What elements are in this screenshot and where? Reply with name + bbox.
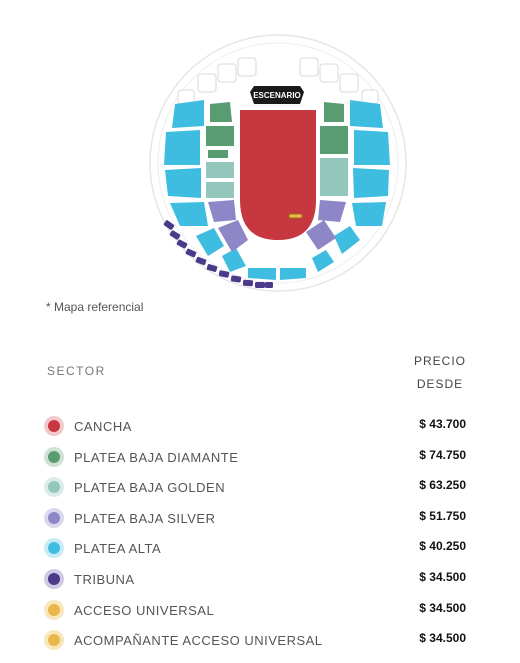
price-column-header: PRECIO DESDE (412, 350, 468, 396)
sector-label: CANCHA (74, 419, 132, 434)
sector-label: PLATEA BAJA GOLDEN (74, 480, 226, 496)
sector-label: PLATEA ALTA (74, 541, 162, 557)
stage-label: ESCENARIO (253, 91, 301, 100)
sector-color-indicator (44, 599, 64, 620)
sector-color-dot (48, 542, 60, 555)
sector-cancha[interactable] (240, 110, 316, 240)
sector-price: $ 63.250 (419, 478, 466, 493)
sector-row[interactable]: CANCHA $ 43.700 (0, 410, 520, 441)
sector-color-dot (48, 481, 60, 494)
venue-map-svg: ESCENARIO (149, 34, 407, 292)
price-header-line2: DESDE (416, 377, 464, 391)
map-note: * Mapa referencial (46, 300, 144, 314)
sector-price: $ 51.750 (419, 508, 466, 523)
sector-label: ACCESO UNIVERSAL (74, 602, 215, 618)
sector-color-dot (48, 420, 60, 432)
sector-row[interactable]: ACOMPAÑANTE ACCESO UNIVERSAL $ 34.500 (0, 624, 520, 655)
sector-color-indicator (44, 568, 64, 589)
sector-price: $ 43.700 (419, 417, 466, 431)
upper-empty-sectors (177, 57, 379, 105)
sector-label: PLATEA BAJA DIAMANTE (74, 449, 239, 465)
sector-price: $ 34.500 (419, 569, 466, 584)
sector-row[interactable]: PLATEA BAJA DIAMANTE $ 74.750 (0, 441, 520, 472)
sector-platea-baja-silver[interactable] (208, 200, 346, 252)
sector-row[interactable]: PLATEA BAJA GOLDEN $ 63.250 (0, 471, 520, 502)
sector-color-indicator (44, 446, 64, 467)
stage: ESCENARIO (250, 86, 304, 104)
venue-map[interactable]: ESCENARIO (0, 0, 520, 314)
sector-row[interactable]: PLATEA ALTA $ 40.250 (0, 532, 520, 563)
sector-price: $ 34.500 (419, 600, 466, 615)
sector-label: ACOMPAÑANTE ACCESO UNIVERSAL (74, 633, 323, 649)
sector-row[interactable]: ACCESO UNIVERSAL $ 34.500 (0, 594, 520, 625)
sector-color-indicator (44, 538, 64, 559)
sector-color-indicator (44, 507, 64, 528)
sector-color-indicator (44, 477, 64, 498)
sector-price: $ 74.750 (419, 447, 466, 462)
sector-platea-baja-diamante[interactable] (206, 102, 348, 158)
sector-platea-alta[interactable] (164, 100, 390, 280)
sector-color-dot (48, 572, 60, 585)
sector-row[interactable]: PLATEA BAJA SILVER $ 51.750 (0, 502, 520, 533)
sector-color-indicator (44, 630, 64, 651)
sector-label: TRIBUNA (74, 571, 135, 587)
price-header-line1: PRECIO (413, 354, 466, 368)
sector-color-indicator (44, 416, 64, 436)
sector-tribuna[interactable] (163, 220, 273, 288)
sector-platea-baja-golden[interactable] (206, 158, 348, 198)
sector-column-header: SECTOR (47, 364, 106, 378)
sector-color-dot (48, 603, 60, 616)
sector-color-dot (48, 634, 60, 647)
sector-row[interactable]: TRIBUNA $ 34.500 (0, 563, 520, 594)
sector-label: PLATEA BAJA SILVER (74, 510, 216, 526)
sector-color-dot (48, 511, 60, 524)
sector-acceso-universal[interactable] (288, 213, 303, 219)
sector-price: $ 34.500 (419, 631, 466, 646)
sector-color-dot (48, 450, 60, 463)
venue-outer-ring (149, 34, 407, 292)
venue-inner-ring (157, 42, 399, 284)
sector-price: $ 40.250 (419, 539, 466, 554)
